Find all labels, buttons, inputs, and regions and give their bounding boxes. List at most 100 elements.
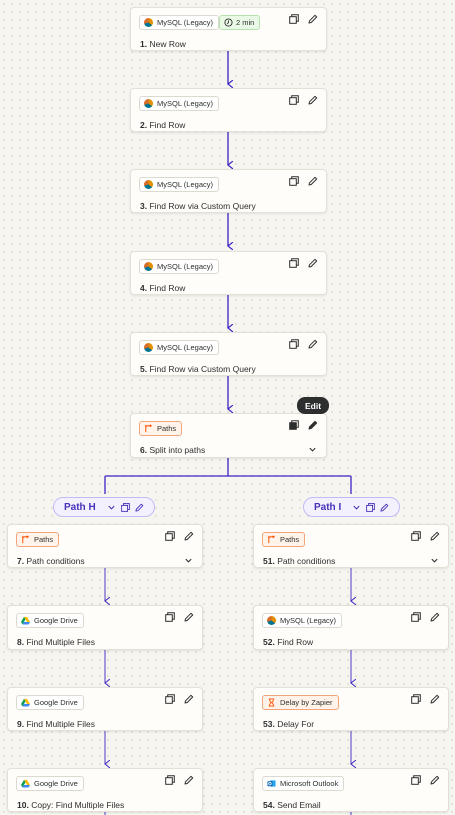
pencil-icon[interactable] — [308, 95, 318, 105]
path-h-pill[interactable]: Path H — [53, 497, 155, 517]
delay-icon — [267, 698, 276, 707]
duplicate-icon[interactable] — [289, 14, 299, 24]
pencil-icon[interactable] — [430, 531, 440, 541]
step-title: 2. Find Row — [140, 120, 186, 130]
mysql-icon — [144, 262, 153, 271]
pencil-icon[interactable] — [184, 694, 194, 704]
duplicate-icon[interactable] — [289, 258, 299, 268]
pencil-icon[interactable] — [308, 14, 318, 24]
app-badge: MySQL (Legacy) — [139, 340, 219, 355]
app-badge: Paths — [16, 532, 60, 547]
pencil-icon[interactable] — [308, 420, 318, 430]
app-name: MySQL (Legacy) — [157, 180, 213, 189]
app-name: Delay by Zapier — [280, 698, 333, 707]
outlook-icon — [267, 779, 276, 788]
pencil-icon[interactable] — [430, 694, 440, 704]
pencil-icon[interactable] — [184, 612, 194, 622]
step-card-54[interactable]: Microsoft Outlook 54. Send Email — [253, 768, 449, 812]
app-name: MySQL (Legacy) — [157, 262, 213, 271]
pencil-icon[interactable] — [380, 503, 389, 512]
step-card-4[interactable]: MySQL (Legacy) 4. Find Row — [130, 251, 327, 295]
duplicate-icon[interactable] — [289, 339, 299, 349]
step-card-5[interactable]: MySQL (Legacy) 5. Find Row via Custom Qu… — [130, 332, 327, 376]
step-card-3[interactable]: MySQL (Legacy) 3. Find Row via Custom Qu… — [130, 169, 327, 213]
step-card-6[interactable]: Paths 6. Split into paths — [130, 413, 327, 458]
path-i-pill[interactable]: Path I — [303, 497, 400, 517]
chevron-down-icon[interactable] — [352, 503, 361, 512]
step-title: 4. Find Row — [140, 283, 186, 293]
step-card-8[interactable]: Google Drive 8. Find Multiple Files — [7, 605, 203, 650]
step-card-2[interactable]: MySQL (Legacy) 2. Find Row — [130, 88, 327, 132]
app-badge: Delay by Zapier — [262, 695, 339, 710]
app-badge: Google Drive — [16, 776, 84, 791]
mysql-icon — [144, 343, 153, 352]
app-name: Google Drive — [34, 616, 78, 625]
chevron-down-icon[interactable] — [308, 445, 317, 454]
duplicate-icon[interactable] — [120, 502, 130, 512]
pencil-icon[interactable] — [308, 339, 318, 349]
pencil-icon[interactable] — [308, 176, 318, 186]
app-badge: MySQL (Legacy) — [262, 613, 342, 628]
step-title: 5. Find Row via Custom Query — [140, 364, 256, 374]
app-name: MySQL (Legacy) — [157, 99, 213, 108]
step-title: 54. Send Email — [263, 800, 321, 810]
app-name: Paths — [280, 535, 300, 544]
paths-icon — [21, 535, 30, 544]
pencil-icon[interactable] — [135, 503, 144, 512]
step-card-53[interactable]: Delay by Zapier 53. Delay For — [253, 687, 449, 731]
app-name: Google Drive — [34, 779, 78, 788]
app-name: Google Drive — [34, 698, 78, 707]
step-card-52[interactable]: MySQL (Legacy) 52. Find Row — [253, 605, 449, 650]
chevron-down-icon[interactable] — [184, 556, 193, 565]
app-badge: MySQL (Legacy) — [139, 15, 219, 30]
step-card-1[interactable]: MySQL (Legacy) 2 min 1. New Row — [130, 7, 327, 51]
duplicate-icon[interactable] — [411, 612, 421, 622]
step-title: 1. New Row — [140, 39, 186, 49]
step-card-9[interactable]: Google Drive 9. Find Multiple Files — [7, 687, 203, 731]
pencil-icon[interactable] — [430, 612, 440, 622]
duplicate-icon[interactable] — [165, 775, 175, 785]
duplicate-icon[interactable] — [289, 420, 299, 430]
step-card-51[interactable]: Paths 51. Path conditions — [253, 524, 449, 568]
duplicate-icon[interactable] — [411, 531, 421, 541]
app-name: MySQL (Legacy) — [280, 616, 336, 625]
duplicate-icon[interactable] — [165, 694, 175, 704]
chevron-down-icon[interactable] — [107, 503, 116, 512]
step-title: 6. Split into paths — [140, 445, 206, 455]
step-title: 8. Find Multiple Files — [17, 637, 95, 647]
pencil-icon[interactable] — [308, 258, 318, 268]
app-badge: Google Drive — [16, 695, 84, 710]
step-card-7[interactable]: Paths 7. Path conditions — [7, 524, 203, 568]
google-drive-icon — [21, 616, 30, 625]
mysql-icon — [267, 616, 276, 625]
timer-icon — [224, 18, 233, 27]
paths-icon — [144, 424, 153, 433]
duplicate-icon[interactable] — [411, 694, 421, 704]
duplicate-icon[interactable] — [289, 95, 299, 105]
path-label: Path H — [64, 501, 96, 513]
pencil-icon[interactable] — [184, 775, 194, 785]
app-badge: MySQL (Legacy) — [139, 96, 219, 111]
app-badge: Paths — [262, 532, 306, 547]
app-name: Paths — [157, 424, 177, 433]
duplicate-icon[interactable] — [366, 502, 376, 512]
duplicate-icon[interactable] — [165, 531, 175, 541]
app-name: MySQL (Legacy) — [157, 18, 213, 27]
app-badge: Paths — [139, 421, 183, 436]
step-card-10[interactable]: Google Drive 10. Copy: Find Multiple Fil… — [7, 768, 203, 812]
duplicate-icon[interactable] — [289, 176, 299, 186]
google-drive-icon — [21, 698, 30, 707]
google-drive-icon — [21, 779, 30, 788]
mysql-icon — [144, 18, 153, 27]
duplicate-icon[interactable] — [411, 775, 421, 785]
timer-text: 2 min — [236, 18, 255, 27]
step-title: 51. Path conditions — [263, 556, 336, 566]
pencil-icon[interactable] — [184, 531, 194, 541]
app-badge: MySQL (Legacy) — [139, 177, 219, 192]
path-label: Path I — [314, 501, 342, 513]
app-badge: Microsoft Outlook — [262, 776, 345, 791]
chevron-down-icon[interactable] — [430, 556, 439, 565]
duplicate-icon[interactable] — [165, 612, 175, 622]
pencil-icon[interactable] — [430, 775, 440, 785]
